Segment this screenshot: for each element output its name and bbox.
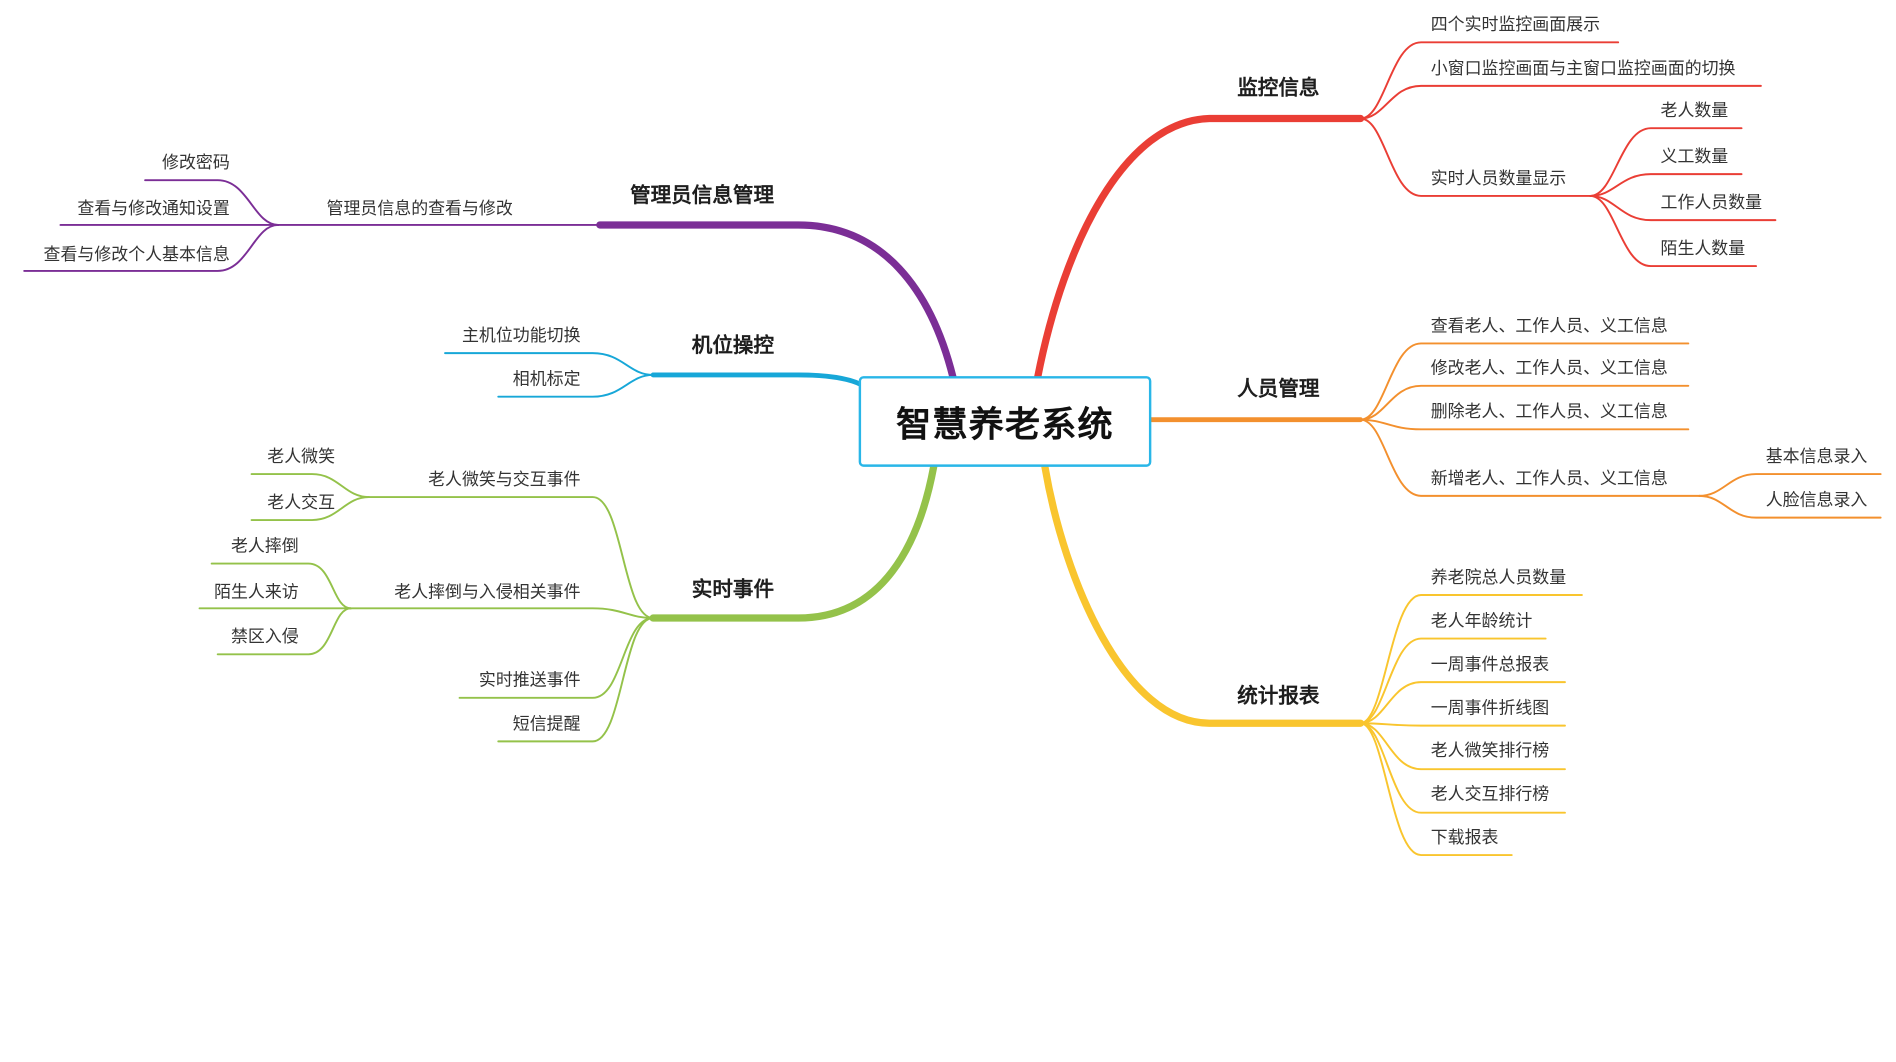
connector-count-3 — [1589, 194, 1777, 222]
staff-item-delete[interactable]: 删除老人、工作人员、义工信息 — [1430, 402, 1668, 423]
connector-stats-5 — [1359, 722, 1566, 771]
count-item-volunteer[interactable]: 义工数量 — [1660, 147, 1729, 167]
connector-stats-7 — [1359, 722, 1513, 857]
monitor-item-2[interactable]: 小窗口监控画面与主窗口监控画面的切换 — [1430, 59, 1736, 79]
connector-camera-2 — [497, 373, 655, 398]
connector-lines — [23, 41, 1882, 857]
connector-admin-1 — [144, 179, 280, 226]
stats-item-4[interactable]: 一周事件折线图 — [1430, 699, 1550, 719]
stats-item-3[interactable]: 一周事件总报表 — [1430, 655, 1550, 675]
camera-item-calibrate[interactable]: 相机标定 — [512, 370, 581, 390]
camera-item-switch[interactable]: 主机位功能切换 — [461, 326, 581, 346]
branch-monitor-title[interactable]: 监控信息 — [1237, 76, 1320, 101]
stats-item-6[interactable]: 老人交互排行榜 — [1430, 784, 1550, 805]
connector-count-2 — [1589, 173, 1743, 197]
connector-smile-2 — [250, 496, 370, 522]
stats-item-2[interactable]: 老人年龄统计 — [1430, 611, 1533, 632]
admin-item-notify[interactable]: 查看与修改通知设置 — [77, 199, 230, 219]
add-item-basic[interactable]: 基本信息录入 — [1765, 447, 1868, 467]
connector-add-1 — [1698, 473, 1882, 497]
fall-item-fall[interactable]: 老人摔倒 — [230, 536, 299, 557]
branch-main-stats — [1041, 463, 1365, 727]
admin-item-profile[interactable]: 查看与修改个人基本信息 — [43, 245, 230, 265]
monitor-item-1[interactable]: 四个实时监控画面展示 — [1430, 15, 1601, 36]
fall-item-intrusion[interactable]: 禁区入侵 — [230, 627, 299, 648]
connector-events-push — [458, 617, 655, 699]
staff-item-view[interactable]: 查看老人、工作人员、义工信息 — [1430, 316, 1668, 337]
connector-monitor-1 — [1359, 41, 1620, 120]
connector-monitor-2 — [1359, 84, 1762, 120]
events-fall-title[interactable]: 老人摔倒与入侵相关事件 — [394, 582, 581, 603]
count-item-elderly[interactable]: 老人数量 — [1660, 101, 1729, 121]
admin-item-password[interactable]: 修改密码 — [162, 153, 230, 173]
branch-admin-title[interactable]: 管理员信息管理 — [630, 183, 775, 209]
branch-main-admin — [596, 221, 957, 381]
connector-stats-6 — [1359, 722, 1566, 814]
branch-stats-title[interactable]: 统计报表 — [1237, 684, 1320, 709]
events-smile-title[interactable]: 老人微笑与交互事件 — [428, 470, 581, 490]
stats-item-7[interactable]: 下载报表 — [1430, 828, 1499, 848]
connector-monitor-3 — [1359, 117, 1592, 197]
connector-fall-3 — [216, 607, 352, 656]
connector-add-2 — [1698, 494, 1882, 519]
connector-staff-2 — [1359, 384, 1690, 421]
events-item-push[interactable]: 实时推送事件 — [478, 671, 581, 691]
connector-count-4 — [1589, 194, 1758, 268]
connector-smile-1 — [250, 473, 370, 499]
connector-admin-3 — [23, 223, 280, 272]
connector-fall-1 — [210, 562, 352, 610]
root-node[interactable]: 智慧养老系统 — [858, 376, 1152, 467]
stats-item-1[interactable]: 养老院总人员数量 — [1430, 568, 1567, 588]
staff-item-edit[interactable]: 修改老人、工作人员、义工信息 — [1430, 359, 1668, 379]
count-item-staff[interactable]: 工作人员数量 — [1660, 193, 1763, 213]
smile-item-interact[interactable]: 老人交互 — [267, 493, 336, 513]
connector-stats-2 — [1359, 637, 1547, 725]
connector-staff-1 — [1359, 342, 1690, 421]
branch-main-camera — [650, 372, 864, 388]
staff-item-add[interactable]: 新增老人、工作人员、义工信息 — [1430, 469, 1668, 489]
events-item-sms[interactable]: 短信提醒 — [512, 714, 581, 735]
stats-item-5[interactable]: 老人微笑排行榜 — [1430, 741, 1550, 761]
branch-main-events — [649, 463, 938, 622]
branch-camera-title[interactable]: 机位操控 — [691, 333, 775, 358]
monitor-item-3[interactable]: 实时人员数量显示 — [1430, 169, 1567, 189]
branch-events-title[interactable]: 实时事件 — [691, 578, 775, 603]
connector-events-smile — [367, 496, 655, 619]
connector-stats-1 — [1359, 594, 1583, 725]
count-item-stranger[interactable]: 陌生人数量 — [1660, 239, 1746, 259]
connector-events-sms — [497, 617, 655, 743]
connector-stats-3 — [1359, 681, 1566, 725]
connector-camera-1 — [444, 352, 655, 376]
root-title: 智慧养老系统 — [896, 403, 1114, 445]
branch-main-monitor — [1034, 114, 1365, 381]
add-item-face[interactable]: 人脸信息录入 — [1765, 491, 1868, 511]
connector-staff-4 — [1359, 418, 1701, 497]
fall-item-visitor[interactable]: 陌生人来访 — [214, 582, 299, 603]
connector-count-1 — [1589, 127, 1743, 197]
connector-staff-3 — [1359, 418, 1690, 431]
connector-events-fall — [349, 607, 655, 619]
admin-sub-title[interactable]: 管理员信息的查看与修改 — [326, 199, 513, 219]
branch-staff-title[interactable]: 人员管理 — [1237, 377, 1320, 402]
smile-item-smile[interactable]: 老人微笑 — [267, 447, 336, 467]
connector-stats-4 — [1359, 722, 1566, 727]
